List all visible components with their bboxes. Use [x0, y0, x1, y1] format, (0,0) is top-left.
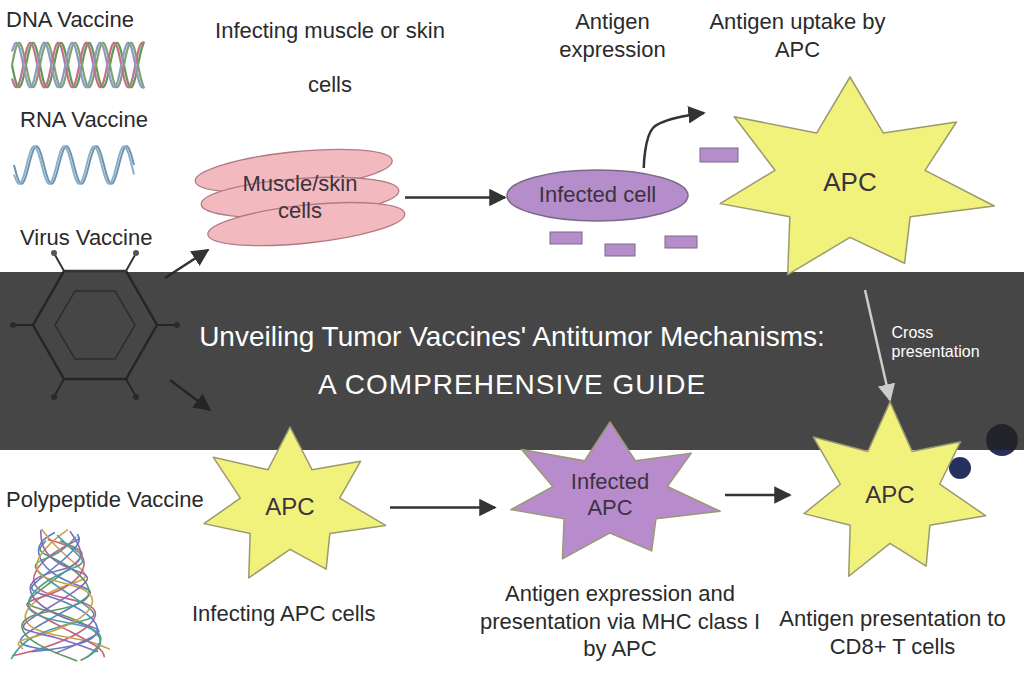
- annotation-label: Antigen expression and presentation via …: [470, 580, 770, 663]
- infected-cell: Infected cell: [505, 168, 690, 223]
- title-band: Unveiling Tumor Vaccines' Antitumor Mech…: [0, 272, 1024, 450]
- rna-strand: [14, 146, 134, 183]
- connector-arrow: [865, 290, 890, 400]
- connector-arrow: [644, 113, 704, 168]
- node-text: APC: [265, 493, 314, 522]
- dna-helix: [12, 42, 144, 89]
- polypeptide-chain: [11, 529, 110, 661]
- edge-label: Cross presentation: [892, 323, 992, 361]
- annotation-label: RNA Vaccine: [20, 106, 220, 134]
- node-text: APC: [823, 167, 876, 198]
- apc-cell: APC: [700, 75, 1000, 290]
- title: Unveiling Tumor Vaccines' Antitumor Mech…: [199, 316, 825, 358]
- annotation-label: Antigen uptake by APC: [700, 8, 895, 63]
- apc-cell: APC: [190, 425, 390, 590]
- node-text: Infected cell: [539, 182, 656, 208]
- connector-arrow: [390, 506, 495, 509]
- node-text: APC: [865, 481, 914, 510]
- infected-apc: Infected APC: [495, 420, 725, 570]
- subtitle: A COMPREHENSIVE GUIDE: [318, 364, 706, 406]
- annotation-label: Virus Vaccine: [20, 224, 220, 252]
- connector-arrow: [725, 494, 790, 497]
- node-text: Infected APC: [560, 469, 660, 522]
- annotation-label: DNA Vaccine: [6, 6, 206, 34]
- annotation-label: Infecting muscle or skin cells: [200, 4, 460, 112]
- node-text: Muscle/skin cells: [235, 171, 365, 224]
- apc-cell: APC: [790, 400, 990, 590]
- annotation-label: Antigen presentation to CD8+ T cells: [770, 605, 1015, 660]
- annotation-label: Antigen expression: [530, 8, 695, 63]
- annotation-label: Polypeptide Vaccine: [6, 486, 246, 514]
- cell-group: Muscle/skin cells: [195, 150, 405, 245]
- annotation-label: Infecting APC cells: [192, 600, 432, 628]
- connector-arrow: [405, 196, 505, 199]
